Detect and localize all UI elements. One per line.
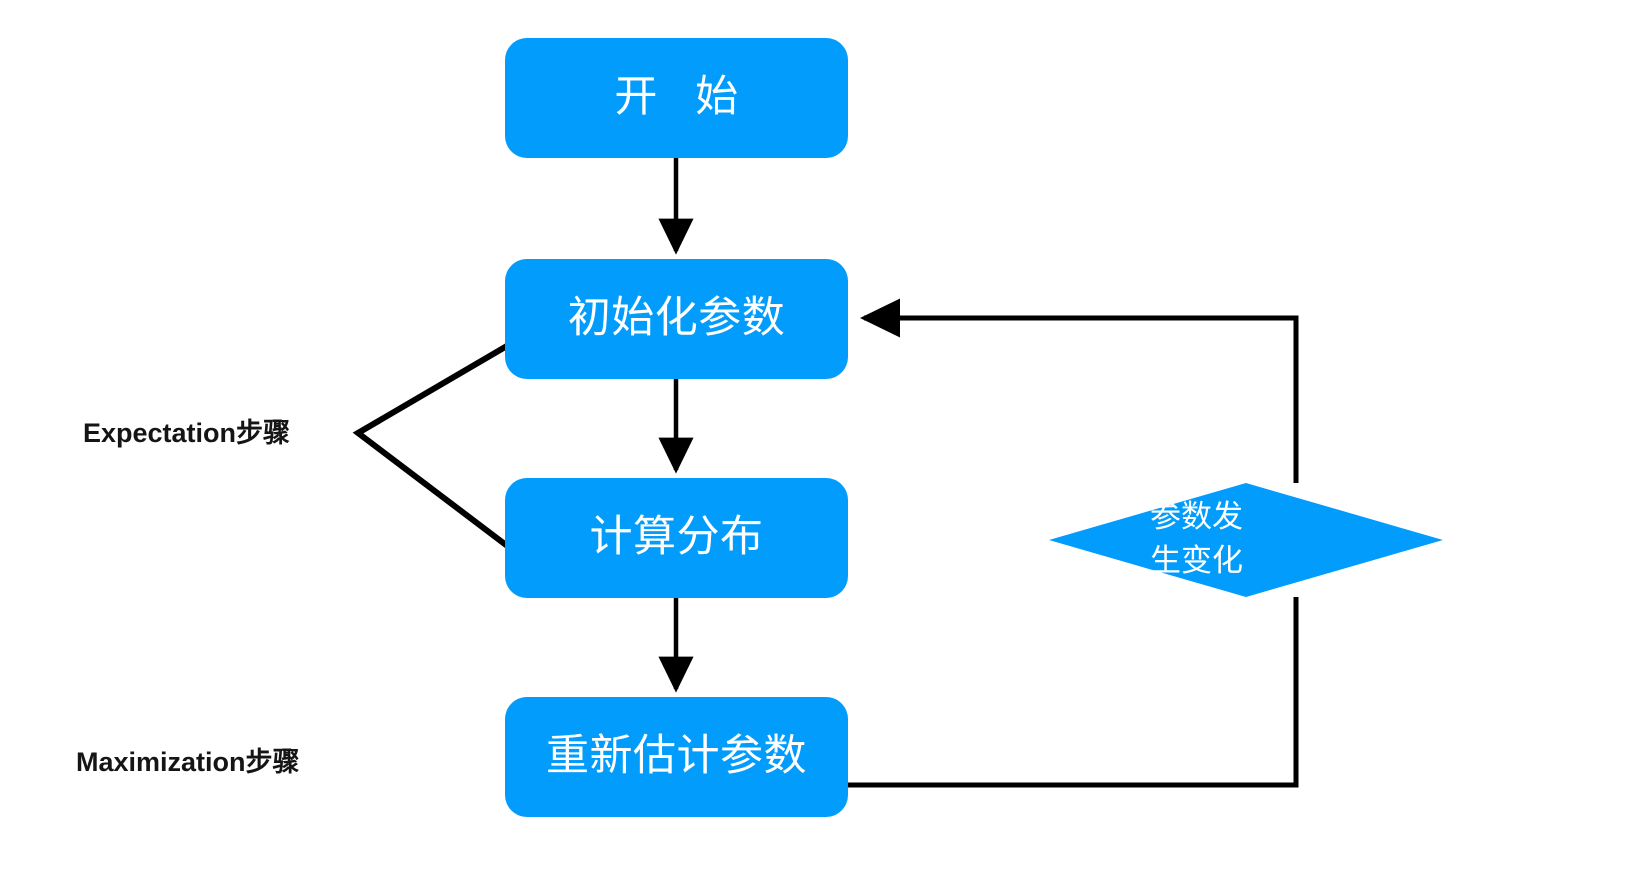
node-start-label: 开 始 — [614, 73, 739, 122]
annotation-maximization-step: Maximization步骤 — [76, 747, 300, 777]
node-start[interactable]: 开 始 — [505, 38, 848, 158]
edge-reestimate-to-decision — [848, 597, 1299, 788]
node-initialize-parameters[interactable]: 初始化参数 — [505, 259, 848, 379]
node-initialize-parameters-label: 初始化参数 — [567, 294, 786, 343]
node-compute-distribution[interactable]: 计算分布 — [505, 478, 848, 598]
node-compute-distribution-label: 计算分布 — [589, 513, 764, 562]
node-reestimate-parameters[interactable]: 重新估计参数 — [505, 697, 848, 817]
decision-diamond — [1049, 483, 1443, 597]
decision-label-line-1: 参数发 — [1150, 499, 1243, 534]
annotation-expectation-step: Expectation步骤 — [83, 418, 291, 448]
node-reestimate-parameters-label: 重新估计参数 — [546, 732, 807, 781]
edge-decision-to-initialize — [859, 298, 1299, 483]
decision-diamond-label: 参数发 生变化 — [1150, 495, 1350, 583]
decision-label-line-2: 生变化 — [1150, 543, 1243, 579]
expectation-bracket — [352, 333, 526, 554]
